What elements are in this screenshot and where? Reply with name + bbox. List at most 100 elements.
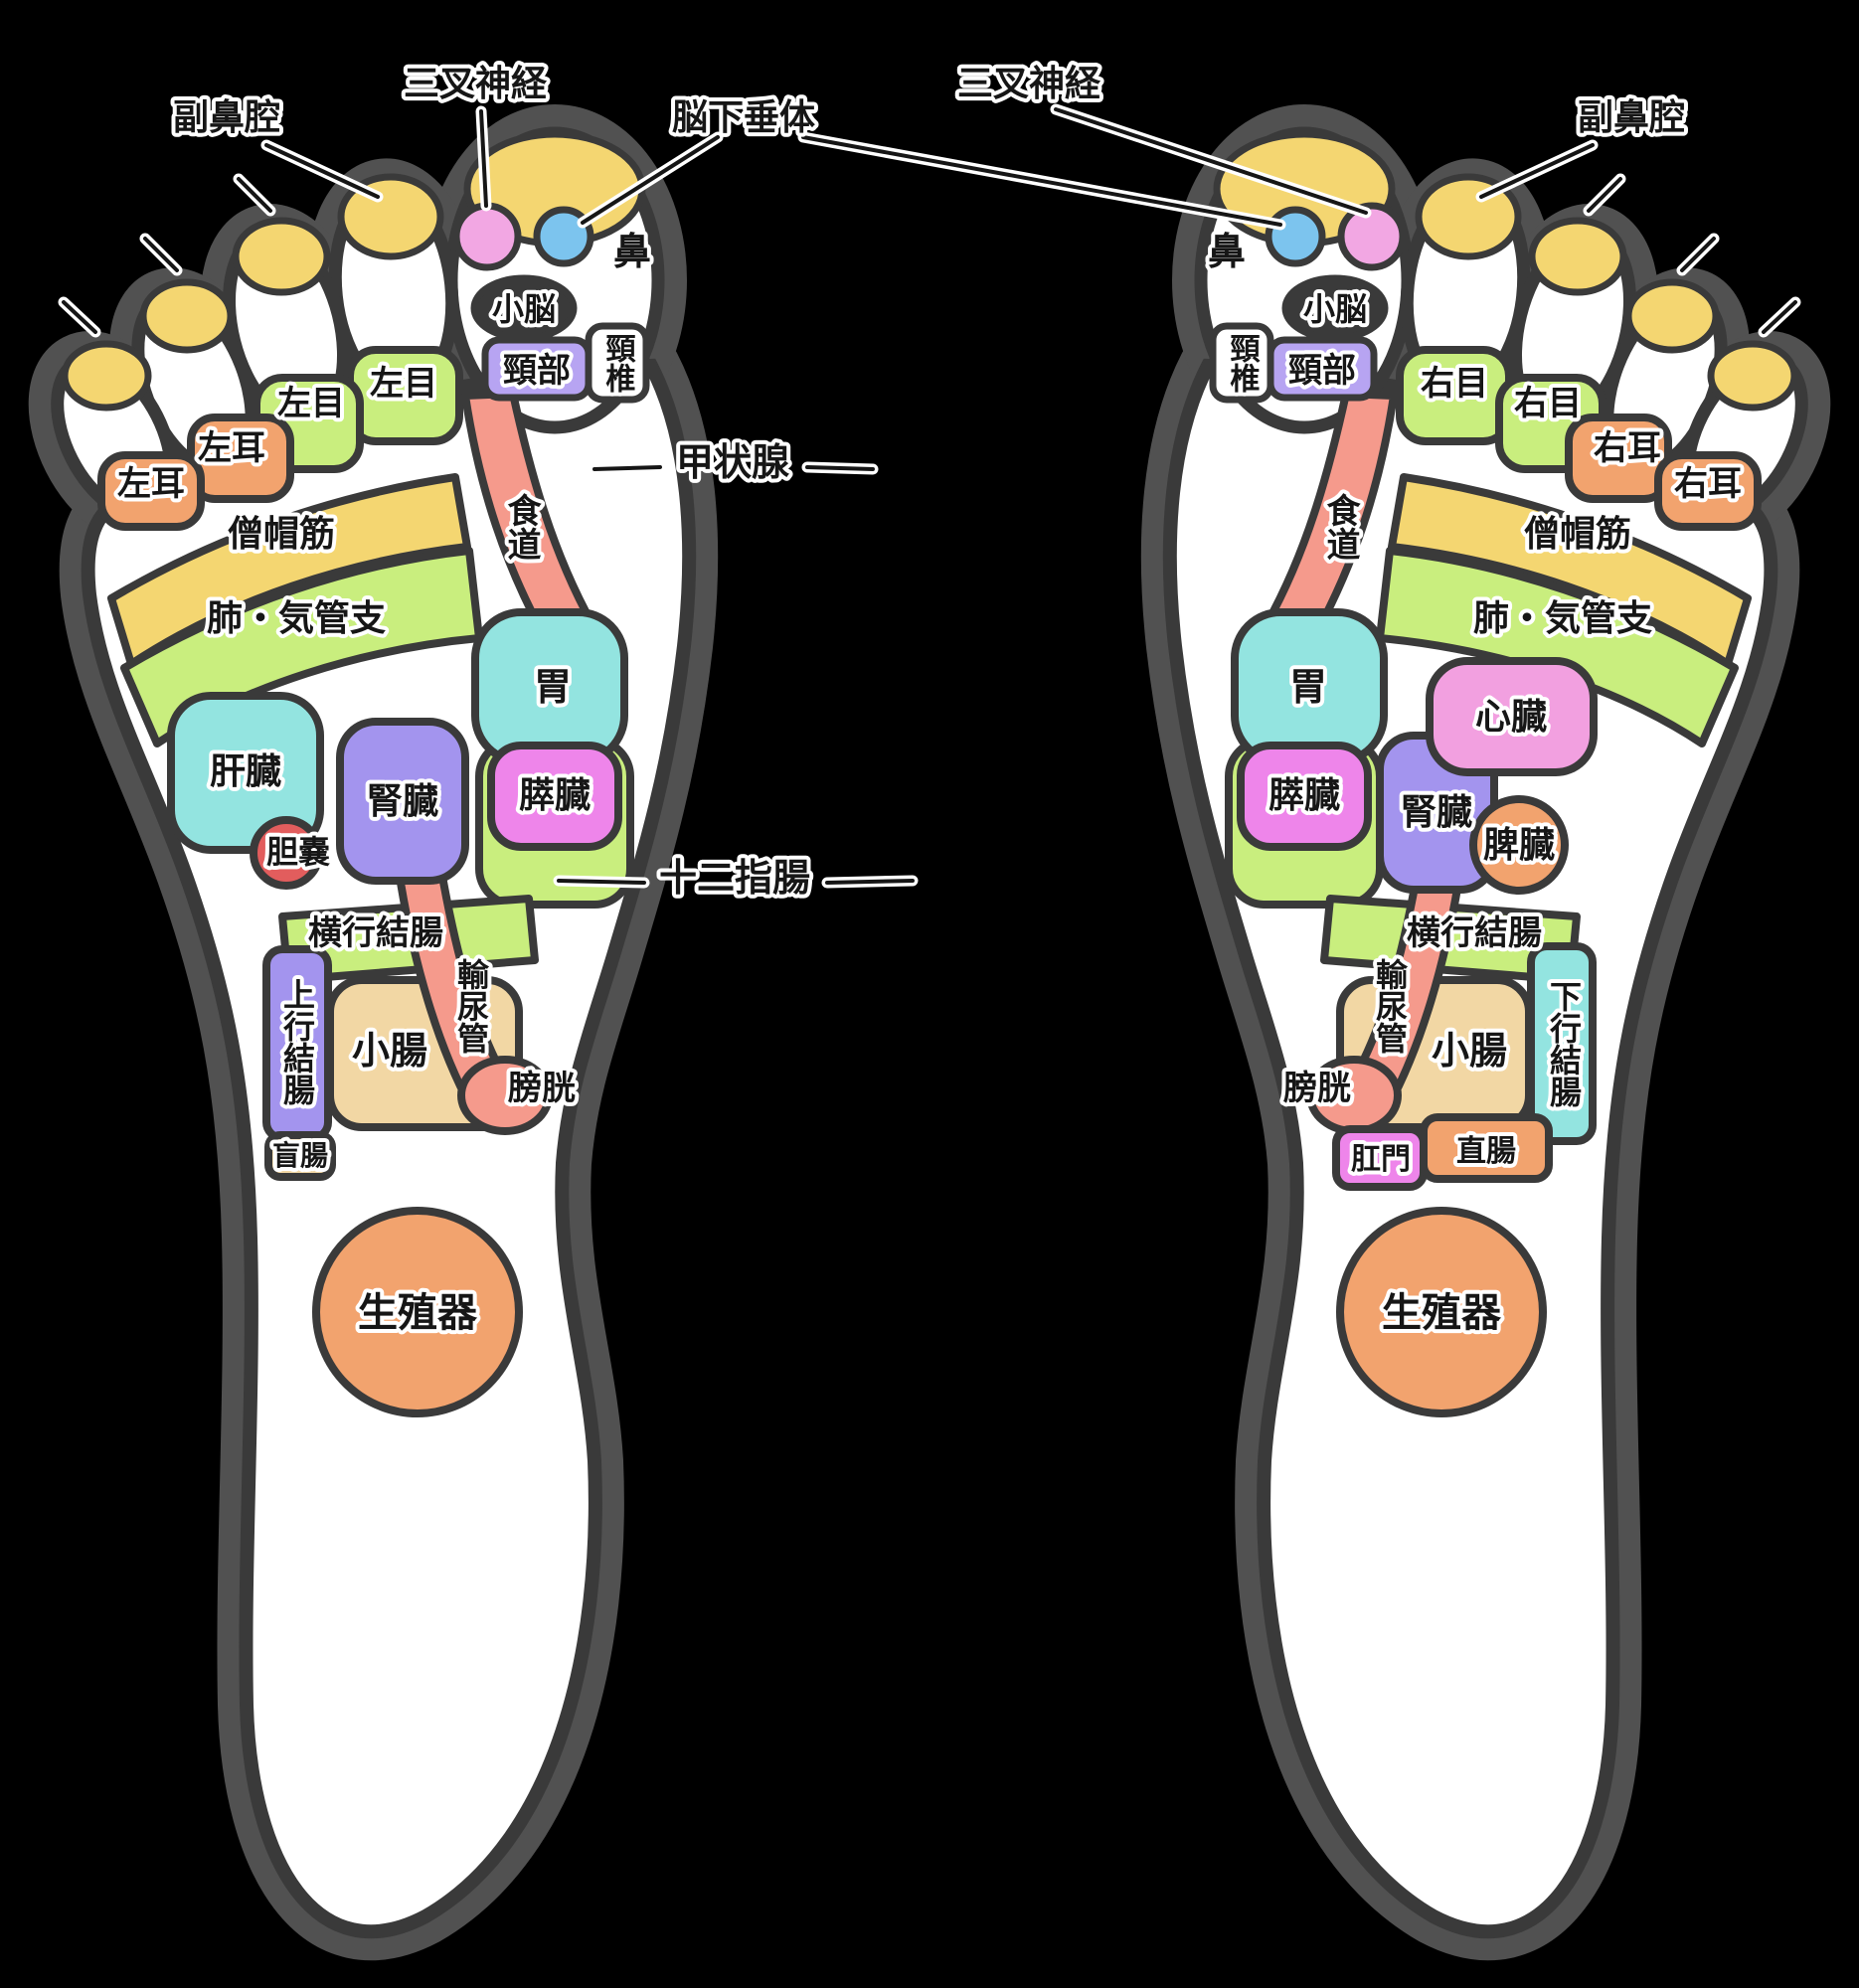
pointer-duodenum-left [557,879,646,885]
pointer-sinus-right-tick5 [1762,300,1797,334]
pointer-sinus-left-tick5 [62,300,97,334]
right-trapezius-label: 僧帽筋 [1524,514,1631,555]
right-ear-label-a: 右耳 [1594,428,1661,468]
right-trigeminal-label: 三叉神経 [957,64,1101,104]
pointer-sinus-left-tick4 [143,237,179,272]
pointer-duodenum-right [825,879,915,885]
right-rectum-zone [1420,1113,1553,1183]
right-anus-label: 肛門 [1351,1142,1411,1177]
left-toe3-sinus-cap [232,217,331,296]
left-eye-label-b: 左目 [277,384,345,423]
left-cerebellum-label: 小脳 [492,290,556,328]
left-ear-label-a: 左耳 [198,428,265,468]
pointer-trigeminal-right [1054,107,1368,215]
left-pituitary-zone [533,206,594,267]
left-trapezius-label: 僧帽筋 [228,514,335,555]
left-kidney-zone [336,718,469,885]
left-liver-zone [167,692,324,854]
right-stomach-label: 胃 [1289,665,1327,709]
left-stomach-label: 胃 [534,665,572,709]
right-kidney-label: 腎臓 [1401,792,1472,833]
left-nose-label: 鼻 [613,230,651,273]
right-transverse-colon-label: 横行結腸 [1407,913,1542,953]
left-ascending-colon-label: 上行結腸 [278,978,316,1105]
left-sinus-label: 副鼻腔 [173,97,280,138]
left-gallbladder-label: 胆嚢 [266,833,330,871]
right-pancreas-label: 膵臓 [1268,775,1340,816]
thyroid-label: 甲状腺 [676,440,790,484]
pointer-pituitary-left [581,135,720,225]
left-neck-label: 頸部 [503,351,571,391]
right-trigeminal-zone [1337,202,1407,271]
left-genital-zone [312,1207,523,1417]
left-cervical-label: 頸椎 [600,333,636,393]
left-genital-label: 生殖器 [358,1290,478,1336]
pointer-sinus-left [264,143,380,199]
right-toe5-sinus-cap [1707,340,1798,412]
right-cerebellum-label: 小脳 [1303,290,1367,328]
pituitary-label: 脳下垂体 [672,97,815,138]
right-ear-label-b: 右耳 [1674,464,1742,504]
right-ear-zone-b [1654,451,1762,531]
right-eye-label-b: 右目 [1514,384,1582,423]
left-toe5-sinus-cap [61,340,152,412]
left-pancreas-zone [487,742,622,851]
left-transverse-colon-label: 横行結腸 [308,913,443,953]
left-trigeminal-zone [452,202,522,271]
left-trigeminal-label: 三叉神経 [404,64,548,104]
left-gallbladder-zone [250,816,323,890]
pointer-thyroid-left [592,465,662,471]
left-bladder-label: 膀胱 [508,1069,576,1108]
left-lung-label: 肺・気管支 [207,598,386,639]
left-ear-label-b: 左耳 [117,464,185,504]
left-foot-labels: 三叉神経 副鼻腔 鼻 小脳 頸部 頸椎 左目 左目 左耳 左耳 僧帽筋 肺・気管… [113,60,655,1340]
left-eye-label-a: 左目 [370,364,437,404]
pointer-sinus-left-tick3 [237,177,272,213]
right-descending-colon-label: 下行結腸 [1545,980,1583,1107]
right-ureter-label: 輸尿管 [1371,958,1409,1054]
left-small-intestine-label: 小腸 [352,1029,427,1073]
right-bladder-label: 膀胱 [1283,1069,1351,1108]
right-lung-zone [1376,547,1739,747]
left-toe4-sinus-cap [139,278,235,354]
left-kidney-label: 腎臓 [367,781,438,822]
pointer-trigeminal-left [479,109,488,208]
pointer-lines [58,103,1801,889]
right-neck-label: 頸部 [1288,351,1356,391]
left-ureter-label: 輸尿管 [452,958,490,1054]
pointer-sinus-right-tick4 [1680,237,1716,272]
right-foot [1162,126,1808,1939]
pointer-thyroid-right [805,465,875,471]
right-heart-zone [1426,657,1598,776]
left-esophagus-label: 食道 [501,492,541,561]
right-toe4-sinus-cap [1624,278,1720,354]
left-cecum-label: 盲腸 [272,1139,328,1172]
center-labels: 脳下垂体 甲状腺 十二指腸 [655,93,819,904]
pointer-sinus-right [1479,143,1595,199]
left-bladder-zone [457,1056,553,1135]
left-ear-zone-b [97,451,205,531]
right-rectum-label: 直腸 [1456,1134,1516,1169]
right-pituitary-zone [1265,206,1326,267]
right-pancreas-zone [1237,742,1372,851]
pointer-sinus-right-tick3 [1587,177,1622,213]
right-genital-zone [1336,1207,1547,1417]
right-genital-label: 生殖器 [1382,1290,1502,1336]
left-liver-label: 肝臓 [210,751,281,792]
right-toe3-sinus-cap [1528,217,1627,296]
left-cervical-zone [585,322,650,404]
right-neck-zone [1267,336,1378,402]
left-cecum-zone [264,1131,336,1181]
right-sinus-label: 副鼻腔 [1578,97,1685,138]
right-spleen-zone [1469,795,1569,895]
right-nose-label: 鼻 [1208,230,1246,273]
right-foot-labels: 三叉神経 副鼻腔 鼻 小脳 頸椎 頸部 右目 右目 右耳 右耳 僧帽筋 肺・気管… [953,60,1746,1340]
pointer-pituitary-right [801,135,1282,227]
right-heart-label: 心臓 [1475,697,1547,738]
duodenum-label: 十二指腸 [659,856,810,900]
right-spleen-label: 脾臓 [1483,825,1555,866]
right-small-intestine-label: 小腸 [1432,1029,1507,1073]
right-esophagus-label: 食道 [1320,492,1360,561]
